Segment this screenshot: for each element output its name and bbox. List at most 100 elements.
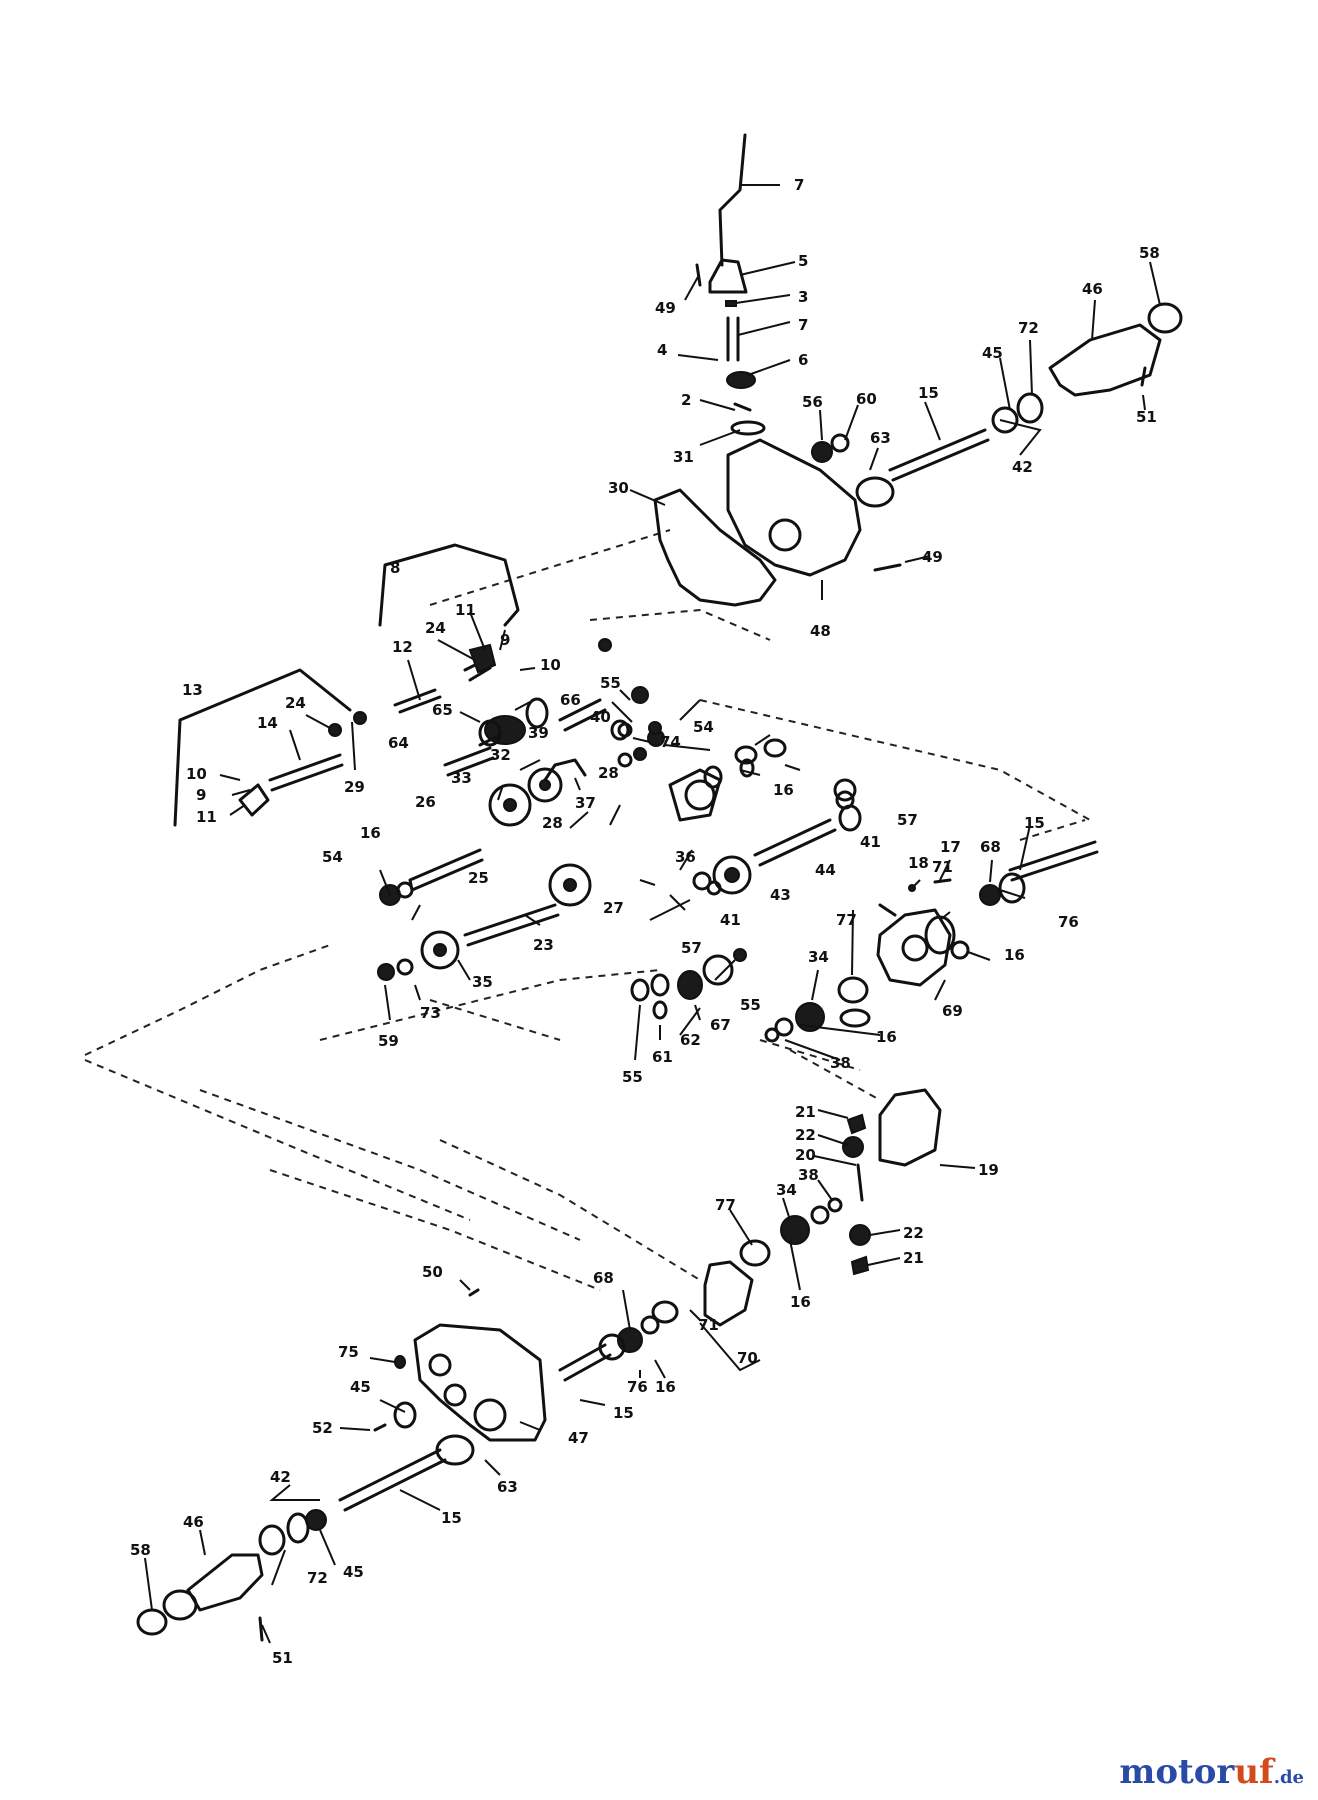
part-number-label: 49 xyxy=(655,299,676,317)
part-number-label: 51 xyxy=(272,1649,293,1667)
part-number-label: 37 xyxy=(575,794,596,812)
part-number-label: 10 xyxy=(186,765,207,783)
snap-ring-part xyxy=(733,402,752,412)
part-number-label: 68 xyxy=(593,1269,614,1287)
part-number-label: 38 xyxy=(798,1166,819,1184)
part-number-label: 9 xyxy=(500,631,510,649)
part-number-label: 72 xyxy=(307,1569,328,1587)
part-number-label: 21 xyxy=(795,1103,816,1121)
assembly-guide-lines xyxy=(84,529,1091,1291)
part-number-label: 49 xyxy=(922,548,943,566)
oring-72-part xyxy=(1016,392,1044,424)
lower-housing-assembly xyxy=(136,1260,754,1642)
part-number-label: 72 xyxy=(1018,319,1039,337)
part-number-label: 39 xyxy=(528,724,549,742)
part-number-label: 19 xyxy=(978,1161,999,1179)
part-number-label: 63 xyxy=(497,1478,518,1496)
part-number-label: 76 xyxy=(627,1378,648,1396)
part-number-label: 61 xyxy=(652,1048,673,1066)
part-number-label: 44 xyxy=(815,861,836,879)
bearing-60-part xyxy=(830,433,850,453)
part-number-label: 55 xyxy=(600,674,621,692)
part-number-label: 20 xyxy=(795,1146,816,1164)
part-number-label: 5 xyxy=(798,252,808,270)
part-number-label: 16 xyxy=(360,824,381,842)
part-number-label: 57 xyxy=(681,939,702,957)
screw-51-part xyxy=(1140,366,1147,387)
part-number-label: 71 xyxy=(932,858,953,876)
part-number-label: 7 xyxy=(798,316,808,334)
part-number-label: 16 xyxy=(790,1293,811,1311)
shift-lever-part xyxy=(718,133,747,267)
part-number-label: 32 xyxy=(490,746,511,764)
part-number-label: 60 xyxy=(856,390,877,408)
part-number-label: 34 xyxy=(808,948,829,966)
part-number-label: 50 xyxy=(422,1263,443,1281)
part-number-label: 42 xyxy=(270,1468,291,1486)
part-number-label: 55 xyxy=(740,996,761,1014)
lever-boot-part xyxy=(708,258,748,294)
part-number-label: 24 xyxy=(285,694,306,712)
part-number-label: 46 xyxy=(183,1513,204,1531)
part-number-label: 67 xyxy=(710,1016,731,1034)
part-number-label: 54 xyxy=(322,848,343,866)
shift-fork-assembly xyxy=(173,543,520,827)
part-number-label: 46 xyxy=(1082,280,1103,298)
part-number-label: 59 xyxy=(378,1032,399,1050)
part-number-label: 33 xyxy=(451,769,472,787)
part-number-label: 35 xyxy=(472,973,493,991)
part-number-label: 58 xyxy=(1139,244,1160,262)
leader-lines xyxy=(144,184,1161,1644)
part-number-label: 41 xyxy=(720,911,741,929)
part-number-label: 71 xyxy=(698,1316,719,1334)
part-number-label: 36 xyxy=(675,848,696,866)
part-number-label: 9 xyxy=(196,786,206,804)
part-number-label: 16 xyxy=(1004,946,1025,964)
part-number-label: 14 xyxy=(257,714,278,732)
part-number-label: 15 xyxy=(441,1509,462,1527)
watermark-brand-main: motor xyxy=(1119,1752,1235,1792)
part-number-label: 8 xyxy=(390,559,400,577)
part-number-label: 2 xyxy=(681,391,691,409)
part-number-label: 34 xyxy=(776,1181,797,1199)
part-number-label: 29 xyxy=(344,778,365,796)
part-number-label: 74 xyxy=(660,733,681,751)
part-number-label: 16 xyxy=(773,781,794,799)
part-number-label: 41 xyxy=(860,833,881,851)
axle-housing-46-part xyxy=(1048,323,1162,397)
part-number-label: 42 xyxy=(1012,458,1033,476)
part-number-label: 45 xyxy=(350,1378,371,1396)
part-number-label: 13 xyxy=(182,681,203,699)
part-number-label: 15 xyxy=(1024,814,1045,832)
part-number-label: 17 xyxy=(940,838,961,856)
ring-gear-group xyxy=(739,1088,942,1276)
part-number-label: 10 xyxy=(540,656,561,674)
cover-hub-part xyxy=(768,518,802,552)
part-number-label: 11 xyxy=(455,601,476,619)
part-number-label: 52 xyxy=(312,1419,333,1437)
part-number-label: 6 xyxy=(798,351,808,369)
part-number-label: 11 xyxy=(196,808,217,826)
part-number-label: 58 xyxy=(130,1541,151,1559)
part-number-label: 22 xyxy=(903,1224,924,1242)
part-number-label: 3 xyxy=(798,288,808,306)
part-number-label: 22 xyxy=(795,1126,816,1144)
part-number-label: 65 xyxy=(432,701,453,719)
part-number-label: 27 xyxy=(603,899,624,917)
part-number-label: 16 xyxy=(655,1378,676,1396)
part-number-label: 25 xyxy=(468,869,489,887)
part-number-label: 68 xyxy=(980,838,1001,856)
axle-15-upper-part xyxy=(888,428,990,482)
watermark-brand-suffix: .de xyxy=(1273,1767,1304,1788)
part-number-label: 26 xyxy=(415,793,436,811)
part-number-label: 70 xyxy=(737,1349,758,1367)
part-number-label: 77 xyxy=(715,1196,736,1214)
shift-pin-part xyxy=(726,316,740,362)
part-number-label: 62 xyxy=(680,1031,701,1049)
callout-labels: 7 5 3 7 6 4 49 2 31 30 56 60 63 15 45 72… xyxy=(130,176,1160,1667)
part-number-label: 31 xyxy=(673,448,694,466)
part-number-label: 54 xyxy=(693,718,714,736)
part-number-label: 57 xyxy=(897,811,918,829)
part-number-label: 7 xyxy=(794,176,804,194)
bearing-56-part xyxy=(811,441,833,463)
